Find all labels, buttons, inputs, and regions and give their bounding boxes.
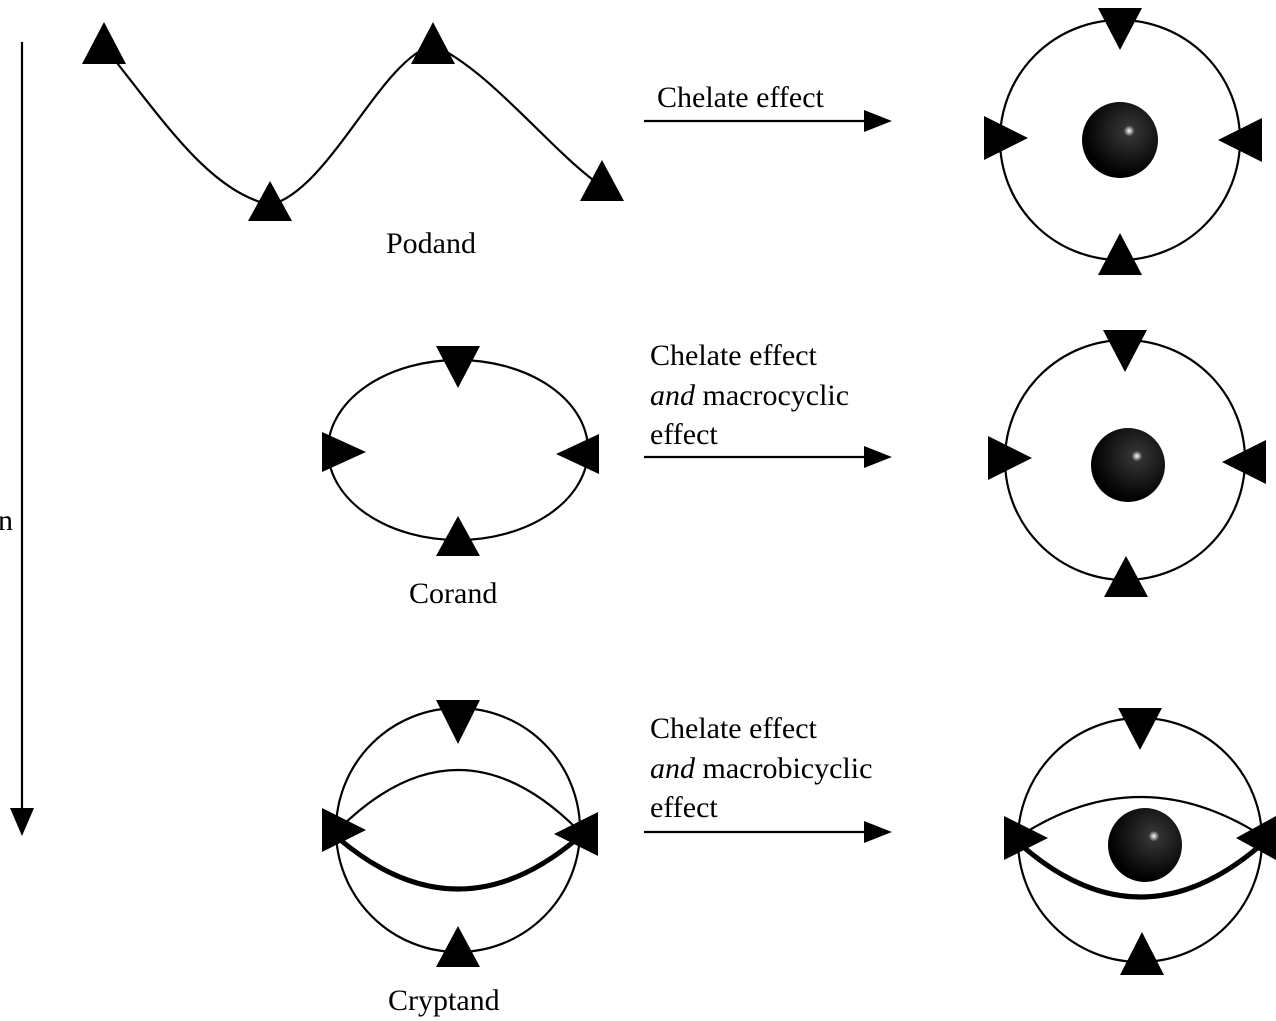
podand-complex [984,8,1262,275]
donor-triangle [82,22,126,64]
donor-triangle [1236,816,1276,860]
podand-effect-line-1: Chelate effect [657,81,825,114]
donor-triangle [1103,330,1147,372]
podand-ligand [82,22,624,221]
donor-triangle [322,432,366,472]
donor-triangle [1098,8,1142,50]
cryptand-complex [1004,708,1276,975]
donor-triangle [322,808,366,852]
donor-triangle [554,812,598,856]
cryptand-reaction-arrow [644,821,892,843]
cryptand-effect-line-3: effect [650,791,718,824]
donor-triangle [1104,556,1148,597]
corand-effect-line-2: macrocyclic [703,379,850,412]
corand-effect-line-3: effect [650,418,718,451]
donor-triangle [580,160,624,201]
donor-triangle [1004,816,1048,860]
reaction-arrow-head [864,446,892,468]
reaction-arrow-head [864,821,892,843]
trend-arrow [10,42,34,836]
corand-effect-and: and [650,379,696,412]
donor-triangle [1218,118,1262,162]
corand-ligand [322,346,599,556]
cryptand-label: Cryptand [388,984,500,1017]
donor-triangle [556,434,599,474]
podand-label: Podand [386,227,476,260]
axis-partial-label: n [0,504,13,537]
corand-complex [988,330,1266,597]
podand-reaction-arrow [644,110,892,132]
donor-triangle [248,181,292,221]
donor-triangle [411,22,455,64]
corand-reaction-arrow [644,446,892,468]
metal-ion-sphere [1091,428,1165,502]
metal-ion-sphere [1108,808,1182,882]
donor-triangle [1222,440,1266,484]
corand-effect-line-1: Chelate effect [650,339,818,372]
cryptand-ligand [322,700,598,967]
corand-label: Corand [409,577,497,610]
svg-text:and macrocyclic: and macrocyclic [650,379,849,412]
trend-arrow-head [10,808,34,836]
donor-triangle [988,436,1032,480]
svg-text:and macrobicyclic: and macrobicyclic [650,752,872,785]
donor-triangle [436,516,480,556]
donor-triangle [1098,233,1142,275]
cryptand-effect-line-2: macrobicyclic [703,752,873,785]
donor-triangle [1120,932,1164,975]
donor-triangle [984,116,1028,160]
donor-triangle [436,926,480,967]
cryptand-effect-and: and [650,752,696,785]
donor-triangle [1118,708,1162,750]
metal-ion-sphere [1082,102,1158,178]
donor-triangle [436,346,480,388]
donor-triangle [436,700,480,744]
reaction-arrow-head [864,110,892,132]
cryptand-effect-line-1: Chelate effect [650,712,818,745]
